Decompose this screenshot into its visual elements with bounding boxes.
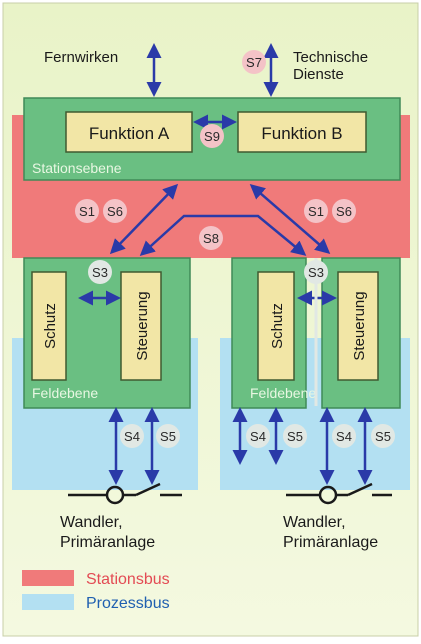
- s9-badge: [200, 124, 224, 148]
- s4-label-left: S4: [124, 429, 140, 444]
- schutz-box-left: [31, 271, 67, 381]
- s8-badge: [199, 226, 223, 250]
- schutz-label-right: Schutz: [269, 303, 286, 349]
- s5-label-right-b: S5: [375, 429, 391, 444]
- s4-badge-right-b: [332, 424, 356, 448]
- schutz-box-right: [257, 271, 295, 381]
- fernwirken-label: Fernwirken: [44, 49, 118, 66]
- s1-s6-link-left: [109, 183, 179, 255]
- feldebene-label-left: Feldebene: [32, 385, 98, 401]
- s1-s6-link-right: [249, 184, 331, 254]
- funktion-b-label: Funktion B: [261, 124, 342, 143]
- steuerung-label-right: Steuerung: [351, 291, 368, 360]
- s5-badge-right-b: [371, 424, 395, 448]
- s3-label-left: S3: [92, 265, 108, 280]
- s3-badge-left: [88, 260, 112, 284]
- legend-stationsbus-label: Stationsbus: [86, 571, 170, 588]
- steuerung-box-left: [120, 271, 162, 381]
- steuerung-box-right: [337, 271, 379, 381]
- s5-badge-left: [156, 424, 180, 448]
- s8-label: S8: [203, 231, 219, 246]
- funktion-b-box: [237, 111, 367, 153]
- s5-label-right-a: S5: [287, 429, 303, 444]
- s8-link: [139, 214, 307, 257]
- legend-stationsbus-swatch: [22, 570, 74, 586]
- s9-label: S9: [204, 129, 220, 144]
- s6-badge-right: [332, 199, 356, 223]
- s4-badge-left: [120, 424, 144, 448]
- s3-badge-right: [304, 260, 328, 284]
- feldebene-label-right: Feldebene: [250, 385, 316, 401]
- s5-badge-right-a: [283, 424, 307, 448]
- technische-label: Technische: [293, 49, 368, 66]
- switch-symbol-right: [286, 482, 392, 505]
- wandler-label-right: Wandler,: [283, 514, 346, 531]
- schutz-label-left: Schutz: [42, 303, 59, 349]
- s1-badge-left: [75, 199, 99, 223]
- s4-badge-right-a: [246, 424, 270, 448]
- legend-prozessbus-label: Prozessbus: [86, 595, 170, 612]
- s7-label: S7: [246, 55, 262, 70]
- s6-label-left: S6: [107, 204, 123, 219]
- stationsebene-label: Stationsebene: [32, 160, 122, 176]
- s6-badge-left: [103, 199, 127, 223]
- primaeranlage-label-right: Primäranlage: [283, 534, 378, 551]
- s4-label-right-b: S4: [336, 429, 352, 444]
- wandler-label-left: Wandler,: [60, 514, 123, 531]
- s6-label-right: S6: [336, 204, 352, 219]
- primaeranlage-label-left: Primäranlage: [60, 534, 155, 551]
- s1-badge-right: [304, 199, 328, 223]
- s1-label-right: S1: [308, 204, 324, 219]
- s7-badge: [242, 50, 266, 74]
- steuerung-label-left: Steuerung: [134, 291, 151, 360]
- s5-label-left: S5: [160, 429, 176, 444]
- switch-symbol-left: [68, 482, 182, 505]
- s4-label-right-a: S4: [250, 429, 266, 444]
- funktion-a-box: [65, 111, 193, 153]
- dienste-label: Dienste: [293, 66, 344, 83]
- s1-label-left: S1: [79, 204, 95, 219]
- s3-label-right: S3: [308, 265, 324, 280]
- legend-prozessbus-swatch: [22, 594, 74, 610]
- funktion-a-label: Funktion A: [89, 124, 170, 143]
